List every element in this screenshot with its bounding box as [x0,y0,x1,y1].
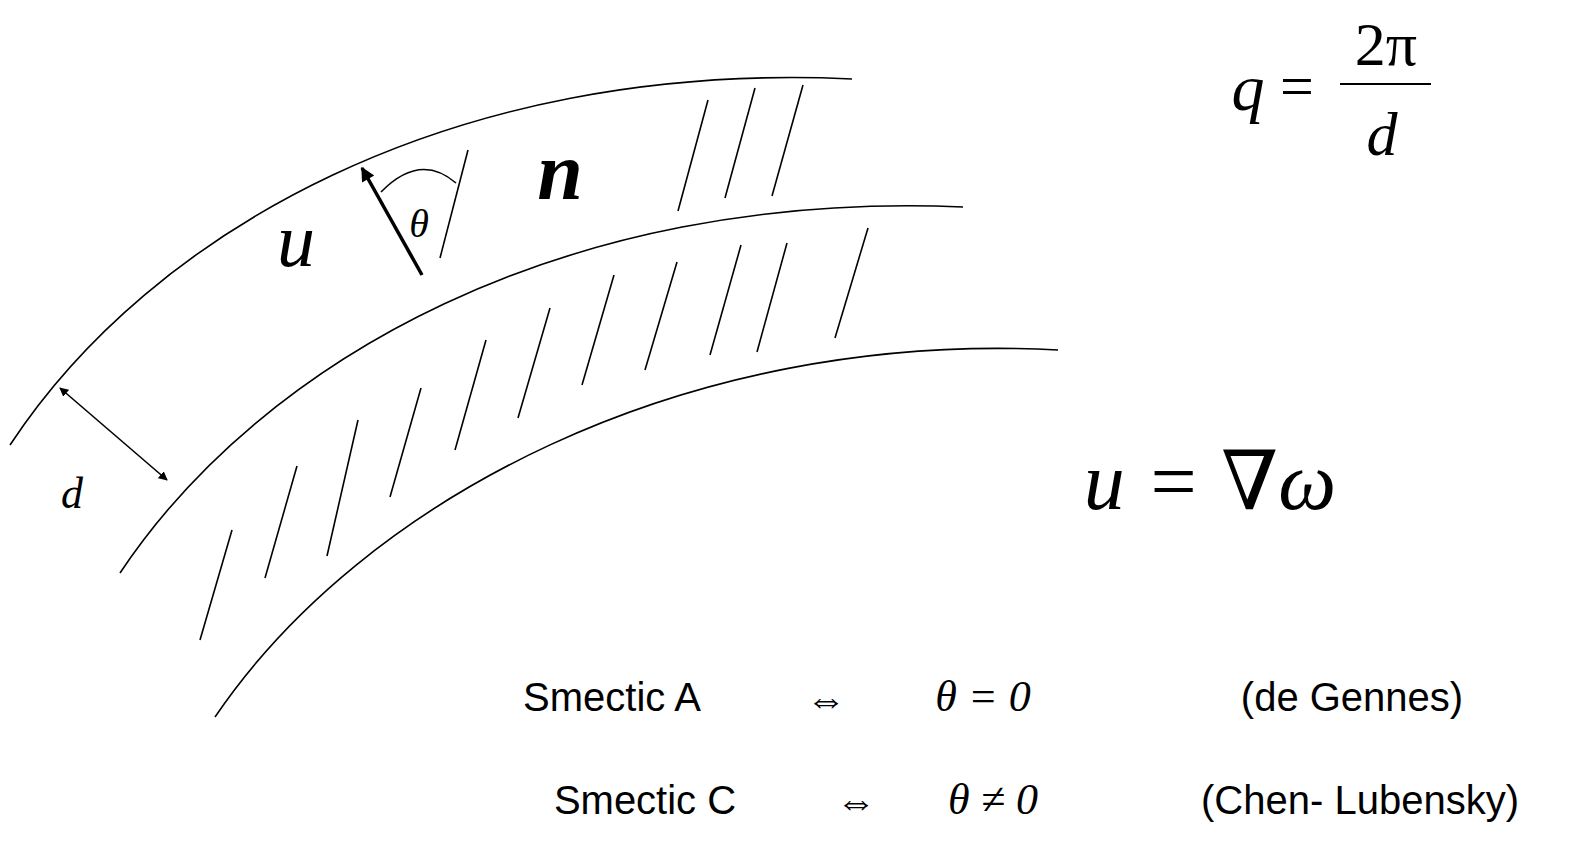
phase-condition: θ = 0 [935,675,1030,719]
equivalence-symbol: ⇔ [806,680,846,720]
spacing-symbol: d [61,472,83,516]
layer-boundary [215,348,1058,717]
equation-sign: = [1280,56,1314,116]
angle-arc [381,169,456,192]
spacing-arrow [60,388,167,480]
molecule-lines [200,85,868,640]
angle-symbol: θ [409,204,429,244]
phase-name: Smectic A [523,677,701,717]
equation-symbol: q [1232,55,1265,121]
phase-name: Smectic C [554,780,736,820]
layer-boundary [10,78,852,445]
author-note: (de Gennes) [1241,677,1463,717]
gradient-equation: u = ∇ω [1084,441,1337,523]
fraction-denominator: d [1367,103,1398,165]
author-note: (Chen- Lubensky) [1201,780,1519,820]
director-line [440,150,468,258]
equivalence-symbol: ⇔ [836,782,876,822]
fraction-bar [1340,83,1431,85]
phase-condition: θ ≠ 0 [948,778,1038,822]
vector-symbol: u [277,202,315,278]
fraction-numerator: 2π [1355,13,1417,75]
director-symbol: n [537,131,583,213]
layer-boundary [120,206,963,573]
